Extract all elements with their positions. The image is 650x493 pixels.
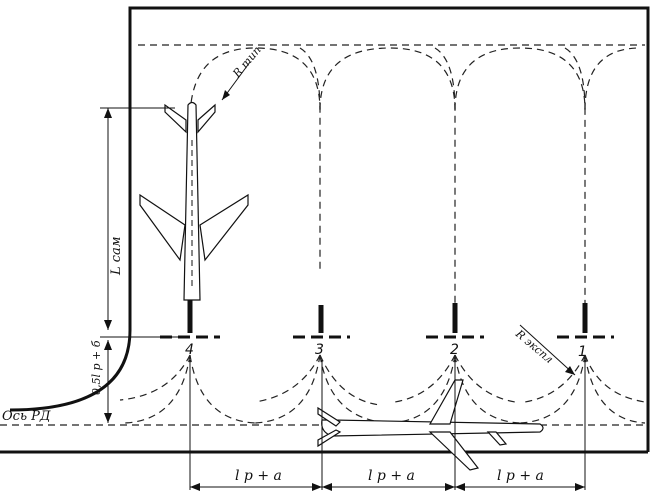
r-expl-arrowhead [565, 366, 575, 375]
r-tip-arrowhead [222, 90, 230, 100]
stand-number-1: 1 [578, 344, 587, 360]
stand-marker-1 [557, 303, 614, 339]
r-tip-label: R тип [230, 44, 264, 81]
arch-cusp-2 [434, 47, 456, 111]
spacing-label-2-1: l р + a [497, 468, 544, 484]
spacing-dimensions [189, 360, 586, 491]
arch-path-stand3 [319, 47, 456, 330]
stand-marker-3 [293, 305, 350, 339]
lower-turn-arcs [119, 354, 646, 424]
offset-label: 0,5l р + б [90, 340, 103, 395]
l-sam-arrow-top [104, 108, 112, 118]
arch-path-stand2 [454, 47, 586, 330]
stand-number-3: 3 [315, 342, 324, 358]
arch-cusp-1 [299, 47, 321, 111]
apron-boundary [9, 6, 650, 452]
spacing-label-3-2: l р + a [368, 468, 415, 484]
taxiway-axis-label: Ось РД [2, 409, 51, 424]
spacing-label-4-3: l р + a [235, 468, 282, 484]
arch-path-stand4 [189, 47, 321, 330]
r-expl-arrow [519, 324, 576, 376]
stand-number-2: 2 [450, 342, 459, 358]
arch-path-stand1 [584, 47, 641, 111]
stand-number-4: 4 [185, 342, 194, 358]
arch-cusp-3 [564, 47, 586, 111]
l-sam-label: L сам [109, 236, 124, 276]
offset-arrow-bottom [104, 413, 112, 423]
l-sam-arrow-bottom [104, 320, 112, 330]
aircraft-parked [139, 101, 249, 301]
offset-arrow-top [104, 340, 112, 350]
stand-marker-2 [426, 303, 484, 339]
r-expl-label: R экспл [512, 327, 555, 366]
stand-marker-4 [160, 300, 220, 339]
aircraft-taxiing [317, 379, 544, 471]
